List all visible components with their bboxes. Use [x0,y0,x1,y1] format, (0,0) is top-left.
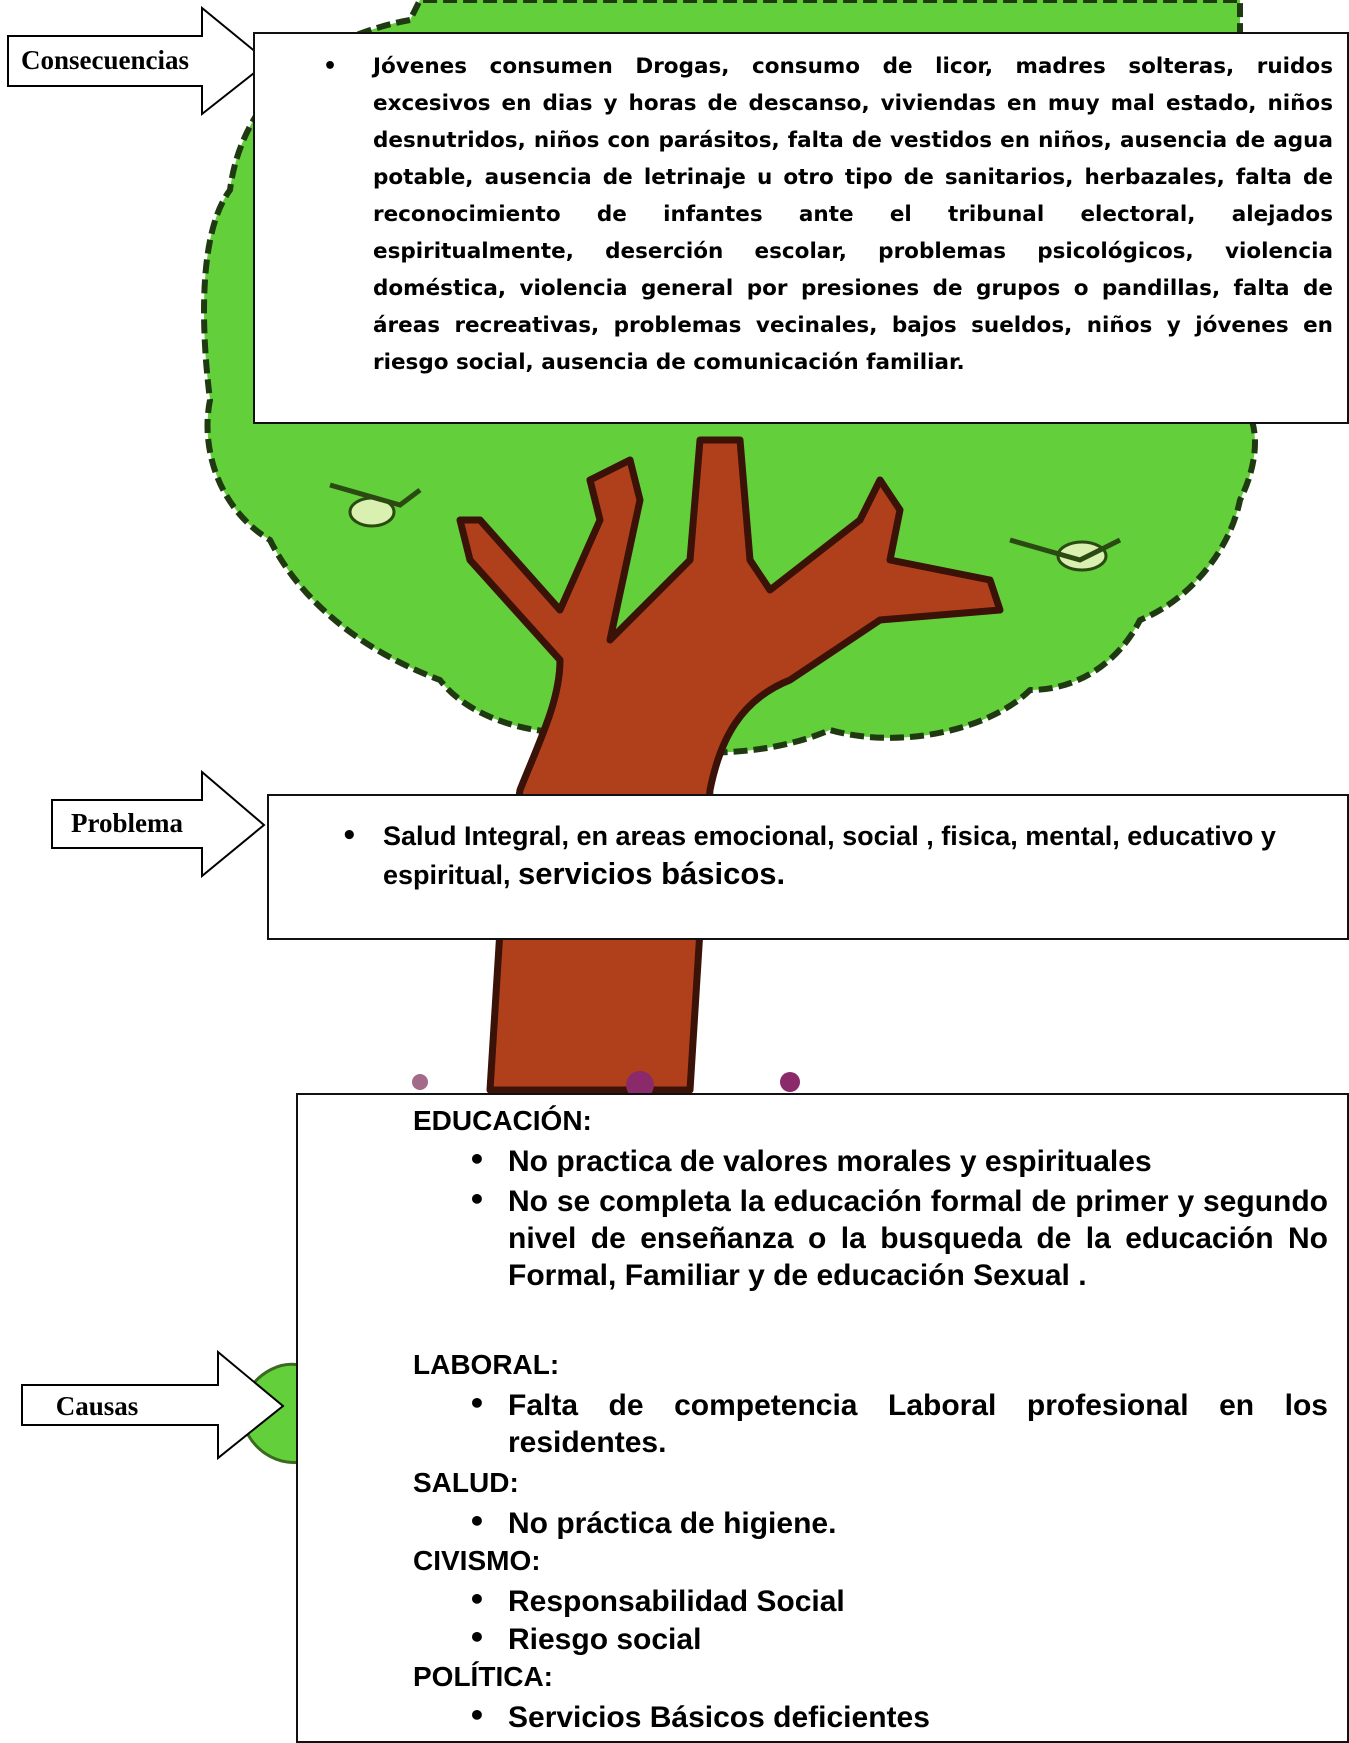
problema-text-part1: Salud Integral, en areas emocional, soci… [383,821,1276,890]
bullet: • [341,821,358,851]
causa-heading-civismo: CIVISMO: [413,1545,541,1576]
causa-item: Responsabilidad Social [508,1585,845,1618]
bullet: • [468,1143,486,1176]
problema-box: • Salud Integral, en areas emocional, so… [267,794,1349,940]
arrow-consecuencias-shape [7,5,270,117]
causa-heading-laboral: LABORAL: [413,1349,560,1380]
causa-item: Servicios Básicos deficientes [508,1701,930,1734]
problema-text-part2: servicios básicos. [518,856,786,891]
causa-item: No practica de valores morales y espirit… [508,1145,1152,1178]
branch-line [1009,537,1122,563]
consecuencias-text: Jóvenes consumen Drogas, consumo de lico… [373,54,1333,375]
arrow-problema-shape [51,769,266,879]
root-dot [412,1074,428,1090]
causa-heading-educacion: EDUCACIÓN: [413,1105,592,1136]
label-causas: Causas [55,1391,139,1421]
bullet: • [468,1387,486,1420]
branch-line [329,482,422,508]
label-consecuencias: Consecuencias [21,45,189,75]
root-dot [780,1072,800,1092]
bullet: • [468,1621,486,1654]
arrow-causas-shape [21,1349,285,1461]
bullet: • [468,1699,486,1732]
bullet: • [468,1583,486,1616]
causa-item: No práctica de higiene. [508,1507,837,1540]
problema-text: Salud Integral, en areas emocional, soci… [383,818,1333,894]
causa-item: Falta de competencia Laboral profesional… [508,1389,1328,1459]
bullet: • [468,1505,486,1538]
root-dot [626,1071,654,1099]
causa-heading-salud: SALUD: [413,1467,519,1498]
causa-heading-politica: POLÍTICA: [413,1661,553,1692]
causa-item: Riesgo social [508,1623,702,1656]
causa-item: No se completa la educación formal de pr… [508,1185,1328,1292]
label-problema: Problema [71,808,183,838]
bullet: • [468,1183,486,1216]
consecuencias-box: • Jóvenes consumen Drogas, consumo de li… [253,32,1349,424]
bullet: • [323,54,338,79]
causas-box: EDUCACIÓN: • No practica de valores mora… [296,1093,1349,1743]
